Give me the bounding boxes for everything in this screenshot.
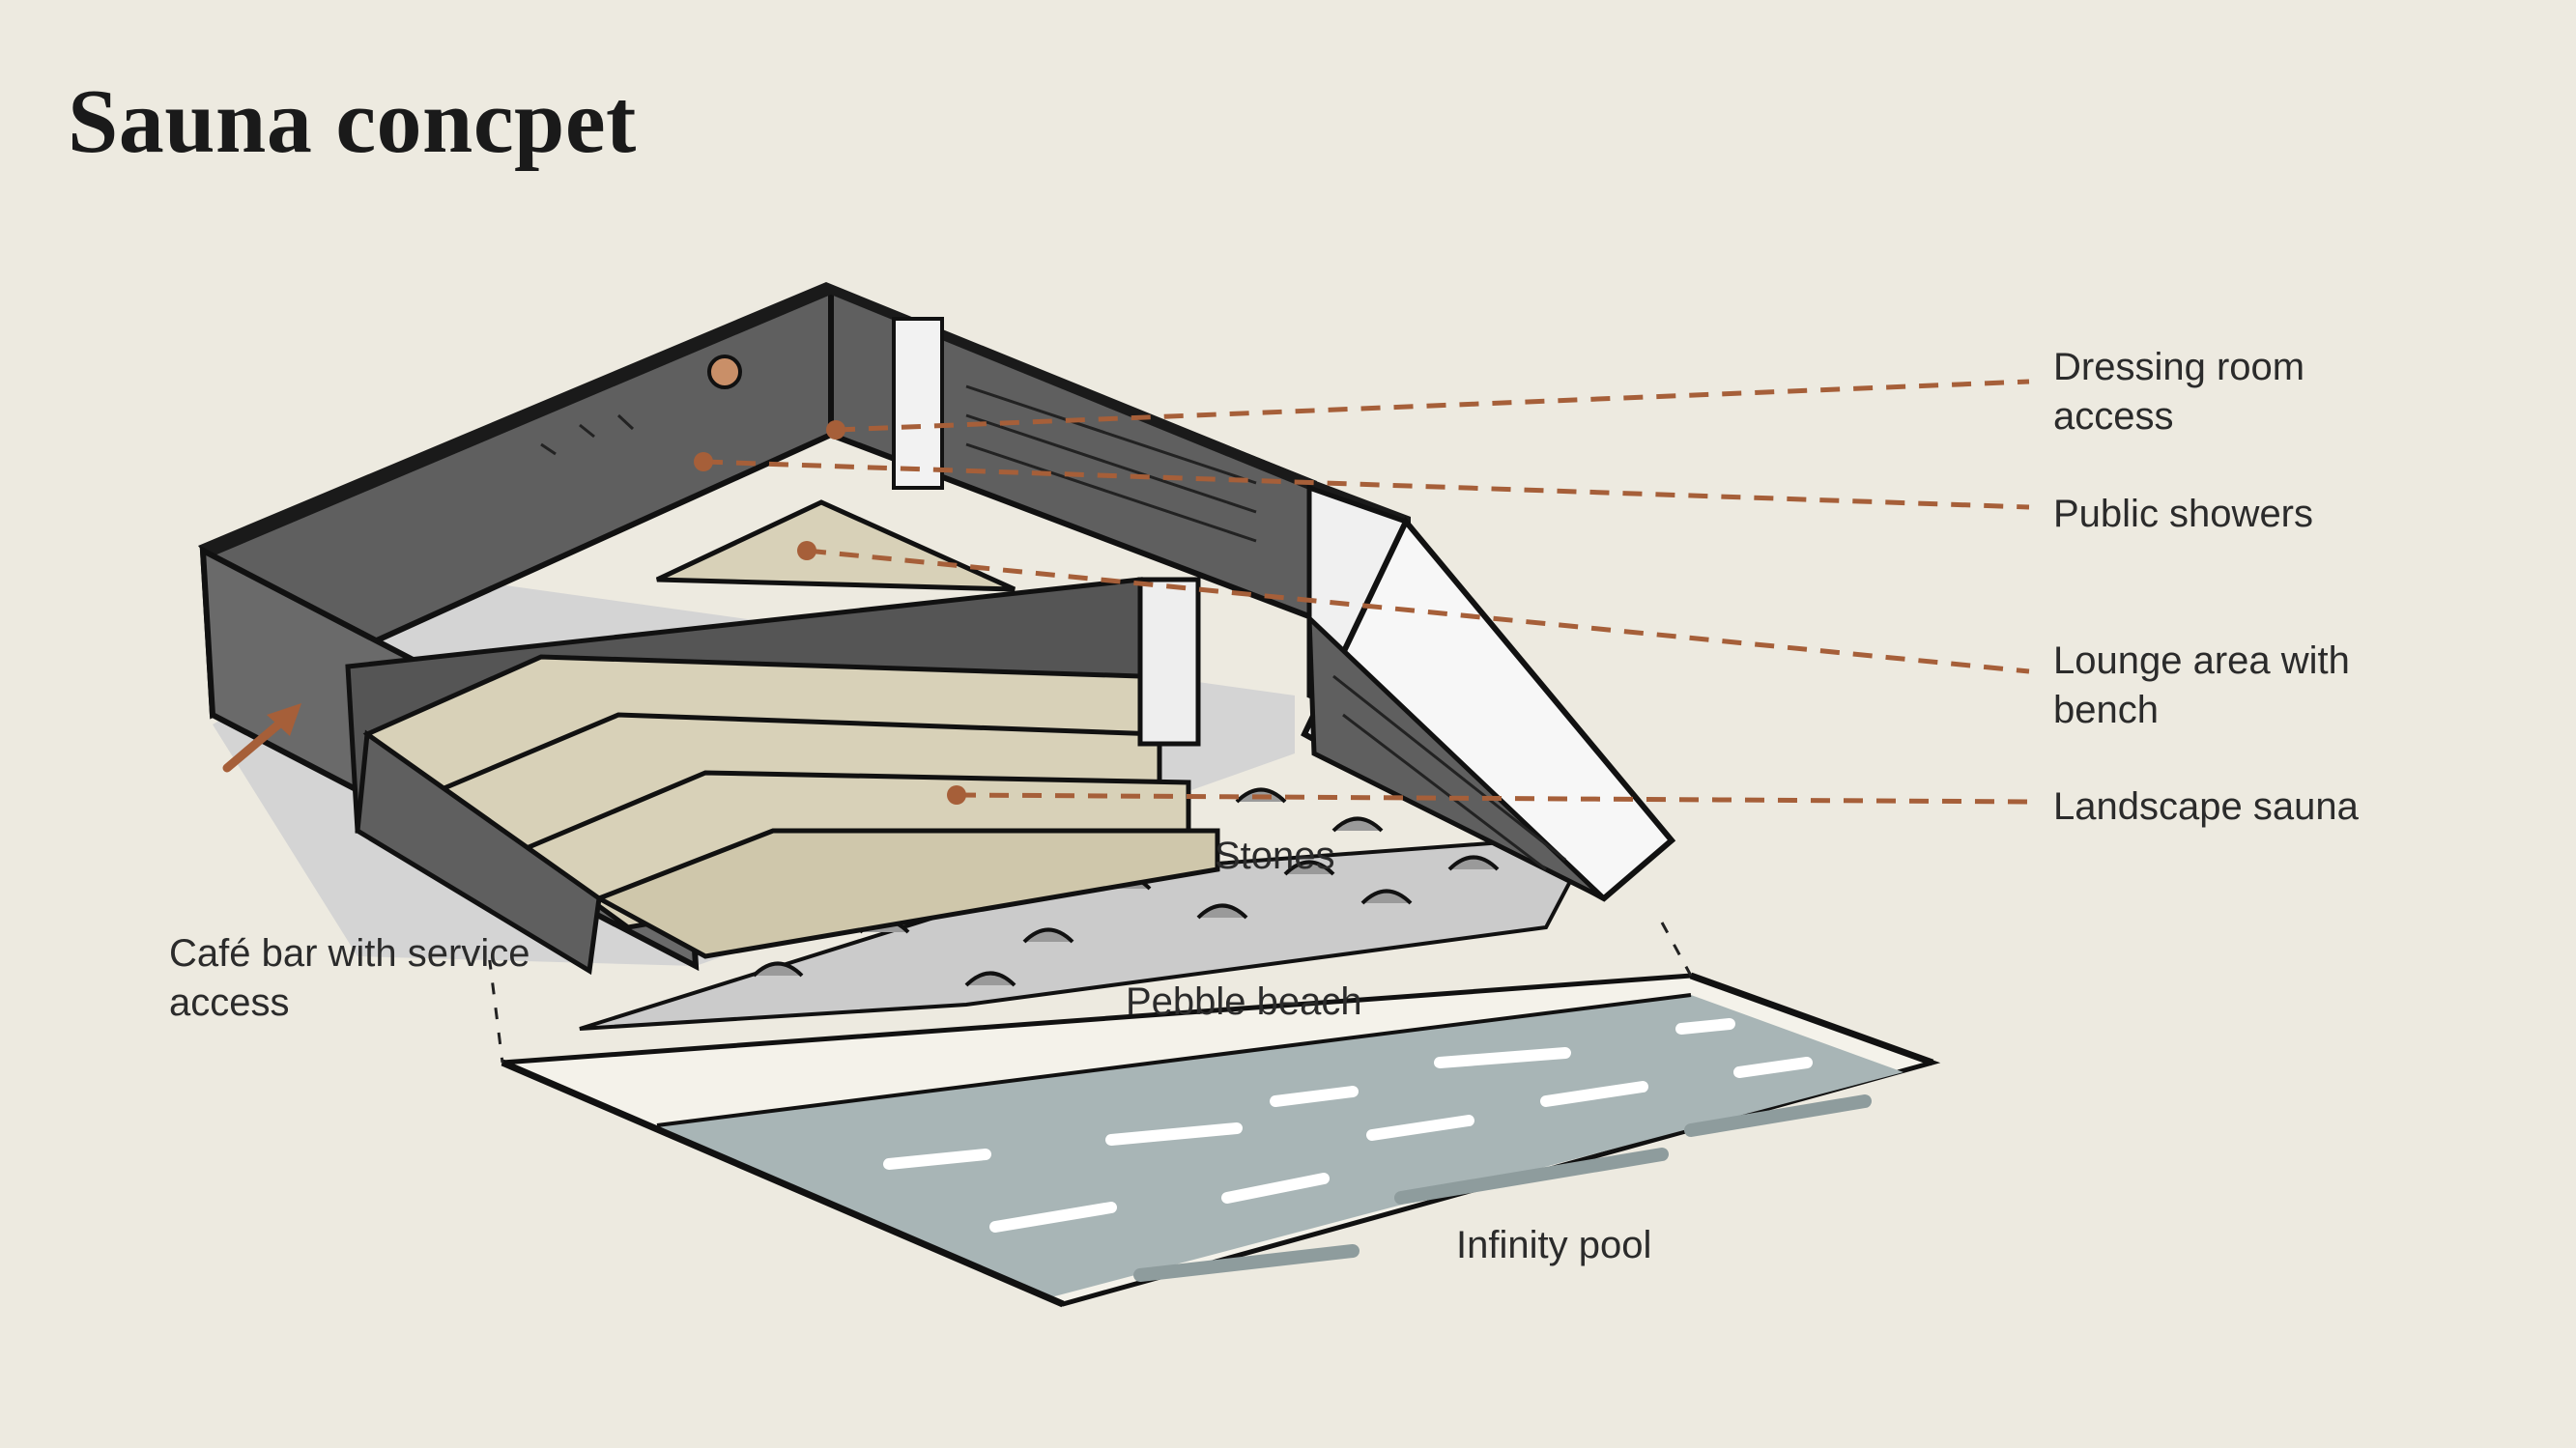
page-title: Sauna concpet — [68, 71, 637, 172]
callout-lounge-area-line1: Lounge area with — [2053, 639, 2350, 682]
label-cafe-bar: Café bar with service access — [169, 929, 530, 1028]
leader-public-showers — [702, 459, 2030, 510]
leader-landscape-sauna — [956, 792, 2030, 805]
pebble-beach — [579, 787, 1598, 1031]
callout-landscape-sauna: Landscape sauna — [2053, 782, 2359, 832]
sauna-benches — [345, 577, 1220, 976]
callout-landscape-sauna-text: Landscape sauna — [2053, 785, 2359, 828]
leader-dressing-room — [835, 379, 2030, 433]
label-cafe-bar-line2: access — [169, 981, 290, 1024]
callout-dots — [694, 420, 966, 805]
water-ripples — [883, 1018, 1813, 1233]
leader-lounge-area — [806, 548, 2030, 674]
callout-public-showers: Public showers — [2053, 490, 2313, 539]
callout-lounge-area: Lounge area with bench — [2053, 637, 2350, 735]
callout-lounge-area-line2: bench — [2053, 689, 2159, 731]
lounge-platform — [655, 499, 1016, 592]
callout-dressing-room-line2: access — [2053, 395, 2174, 438]
infinity-pool-water — [657, 995, 1903, 1299]
label-pebble-beach: Pebble beach — [1126, 980, 1362, 1023]
callout-dressing-room: Dressing room access — [2053, 343, 2304, 441]
pool-area — [481, 907, 1941, 1308]
callout-dressing-room-line1: Dressing room — [2053, 346, 2305, 388]
label-cafe-bar-line1: Café bar with service — [169, 932, 530, 975]
label-infinity-pool: Infinity pool — [1456, 1224, 1652, 1266]
callout-lines — [702, 379, 2030, 805]
callout-public-showers-text: Public showers — [2053, 493, 2314, 535]
sauna-structure — [198, 282, 1676, 976]
label-stones: Stones — [1215, 835, 1335, 877]
